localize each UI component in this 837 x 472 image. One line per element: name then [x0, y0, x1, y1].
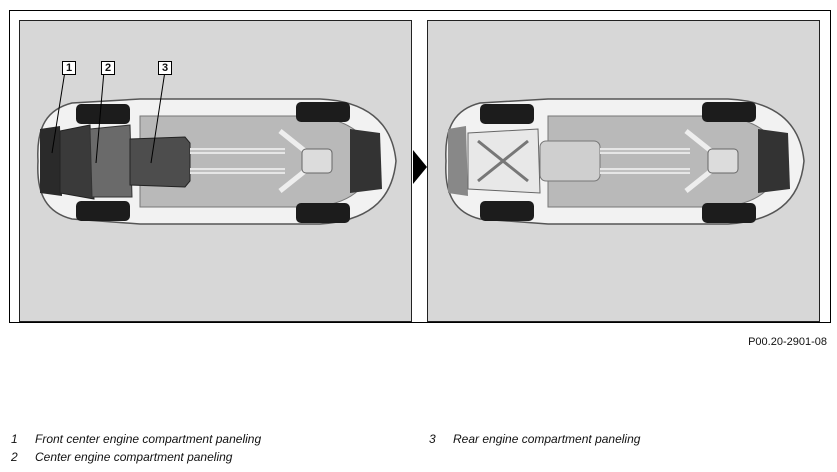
legend-text: Rear engine compartment paneling	[453, 432, 641, 446]
legend-text: Center engine compartment paneling	[35, 450, 233, 464]
right-arrow-icon	[413, 150, 427, 184]
legend-number: 2	[11, 450, 18, 464]
underbody-without-paneling-image	[427, 20, 820, 322]
legend-text: Front center engine compartment paneling	[35, 432, 262, 446]
figure-frame: 1 2 3	[9, 10, 831, 323]
legend-number: 1	[11, 432, 18, 446]
legend-number: 3	[429, 432, 436, 446]
callout-2: 2	[101, 61, 115, 75]
callout-1: 1	[62, 61, 76, 75]
car-underbody-exposed-drawing	[445, 98, 805, 225]
car-underbody-drawing	[37, 70, 397, 225]
figure-reference-code: P00.20-2901-08	[748, 336, 827, 348]
underbody-with-paneling-image: 1 2 3	[19, 20, 412, 322]
callout-3: 3	[158, 61, 172, 75]
